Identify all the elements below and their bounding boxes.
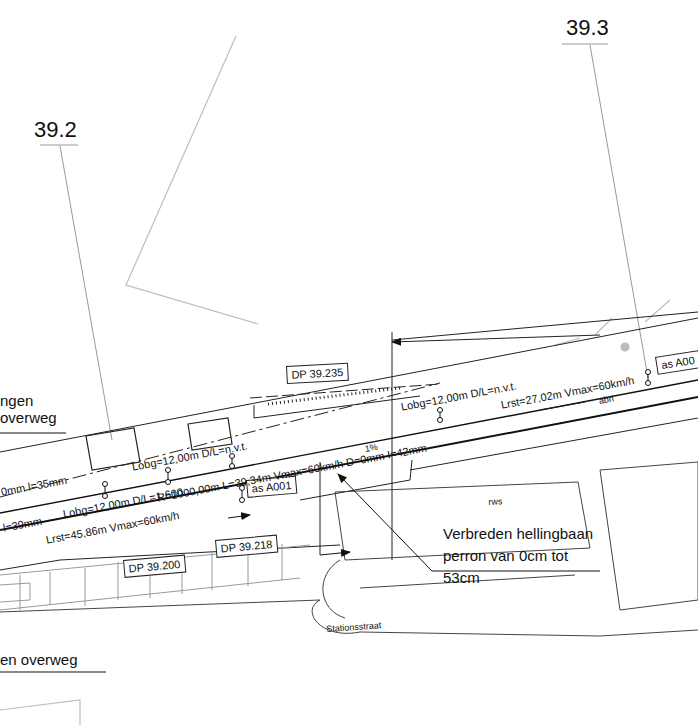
reference-box: DP 39.218 <box>215 535 278 558</box>
track-data: 0mm l=35mm <box>0 474 68 499</box>
reference-box: as A00 <box>655 350 698 375</box>
reference-box: DP 39.200 <box>123 555 186 578</box>
object-label: abri <box>598 393 615 406</box>
grid-number: 39.2 <box>34 117 77 142</box>
note-text: en overweg <box>0 651 78 668</box>
grid-number: 39.3 <box>566 15 609 40</box>
box-text: as A00 <box>660 354 695 371</box>
callout-note: Verbreden hellingbaan perron van 0cm tot… <box>443 523 603 589</box>
slope-label: 1% <box>364 442 379 454</box>
box-text: DP 39.200 <box>128 558 181 574</box>
note-text: ngen overweg <box>0 392 66 427</box>
reference-box: DP 39.235 <box>286 363 349 384</box>
building-label: rws <box>488 496 503 507</box>
box-text: DP 39.218 <box>220 538 273 554</box>
track-data: l=39mm <box>2 515 43 535</box>
box-text: DP 39.235 <box>291 366 343 381</box>
track-data: Lrst=27,02m Vmax=60km/h <box>500 374 635 411</box>
